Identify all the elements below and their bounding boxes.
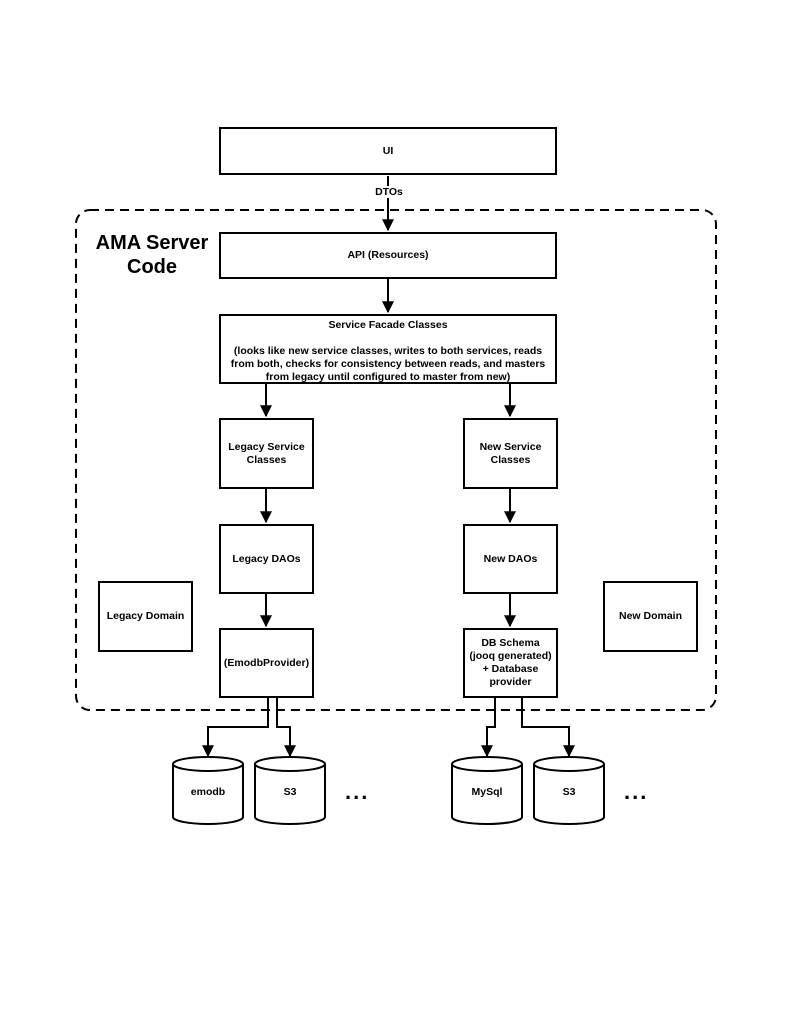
db-schema-label: DB Schema (jooq generated) + Database pr… bbox=[469, 637, 552, 688]
ui-node: UI bbox=[219, 127, 557, 175]
edge-schema-to-s3 bbox=[521, 698, 575, 758]
legacy-domain-node: Legacy Domain bbox=[98, 581, 193, 652]
emodb-store: emodb bbox=[172, 756, 244, 826]
edge-provider-to-emodb bbox=[202, 698, 269, 758]
database-icon bbox=[254, 756, 326, 825]
s3-legacy-store-label: S3 bbox=[283, 786, 297, 798]
new-domain-label: New Domain bbox=[618, 610, 682, 622]
service-facade-node: Service Facade Classes (looks like new s… bbox=[219, 314, 557, 384]
facade-title: Service Facade Classes bbox=[328, 319, 448, 331]
emodb-store-label: emodb bbox=[190, 786, 226, 798]
group-title: AMA Server Code bbox=[95, 232, 209, 278]
database-icon bbox=[451, 756, 523, 825]
new-more-stores-ellipsis: ... bbox=[624, 779, 649, 804]
new-service-node: New Service Classes bbox=[463, 418, 558, 489]
new-daos-node: New DAOs bbox=[463, 524, 558, 594]
emodb-provider-node: (EmodbProvider) bbox=[219, 628, 314, 698]
api-node-label: API (Resources) bbox=[347, 249, 429, 261]
legacy-daos-node: Legacy DAOs bbox=[219, 524, 314, 594]
mysql-store: MySql bbox=[451, 756, 523, 826]
server-code-boundary bbox=[75, 209, 717, 711]
new-domain-node: New Domain bbox=[603, 581, 698, 652]
facade-detail: (looks like new service classes, writes … bbox=[230, 345, 546, 383]
edge-schema-to-mysql bbox=[481, 698, 496, 758]
new-daos-label: New DAOs bbox=[483, 552, 538, 565]
mysql-store-label: MySql bbox=[471, 786, 503, 798]
database-icon bbox=[533, 756, 605, 825]
new-service-label: New Service Classes bbox=[479, 440, 542, 466]
db-schema-node: DB Schema (jooq generated) + Database pr… bbox=[463, 628, 558, 698]
legacy-service-label: Legacy Service Classes bbox=[228, 440, 305, 466]
legacy-service-node: Legacy Service Classes bbox=[219, 418, 314, 489]
s3-new-store: S3 bbox=[533, 756, 605, 826]
s3-new-store-label: S3 bbox=[562, 786, 576, 798]
legacy-domain-label: Legacy Domain bbox=[106, 610, 185, 622]
s3-legacy-store: S3 bbox=[254, 756, 326, 826]
emodb-provider-label: (EmodbProvider) bbox=[223, 656, 310, 669]
legacy-daos-label: Legacy DAOs bbox=[232, 552, 301, 565]
api-node: API (Resources) bbox=[219, 232, 557, 279]
edge-provider-to-s3 bbox=[276, 698, 296, 758]
edge-label-dtos: DTOs bbox=[365, 186, 413, 198]
ui-node-label: UI bbox=[382, 144, 394, 157]
legacy-more-stores-ellipsis: ... bbox=[345, 779, 370, 804]
database-icon bbox=[172, 756, 244, 825]
